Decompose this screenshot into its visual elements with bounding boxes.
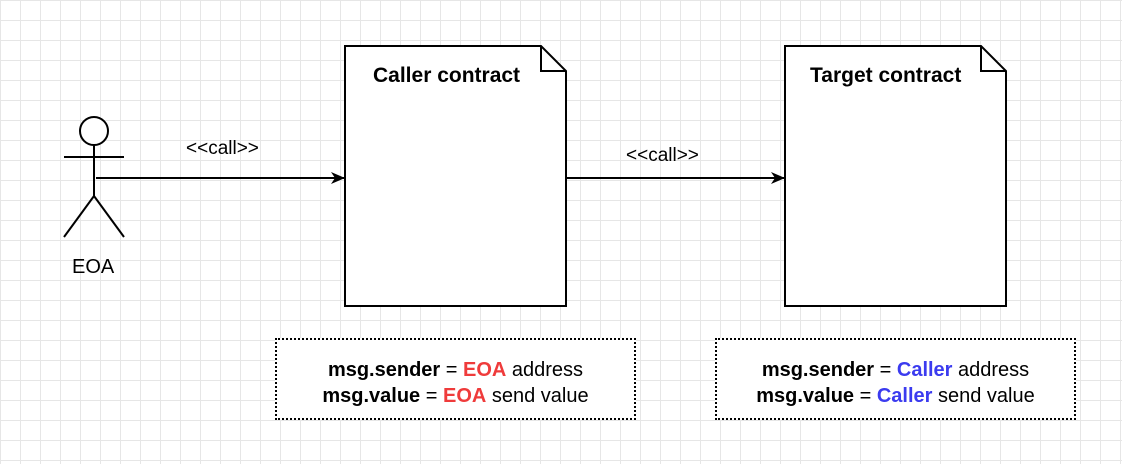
- sender-highlight: Caller: [896, 359, 953, 381]
- caller-contract-title: Caller contract: [373, 64, 521, 87]
- target-contract-title: Target contract: [810, 64, 962, 87]
- target-note-value-line: msg.value = Caller send value: [717, 383, 1074, 409]
- equals-sign: =: [440, 359, 463, 381]
- caller-context-note: msg.sender = EOA address msg.value = EOA…: [275, 338, 636, 420]
- equals-sign: =: [854, 385, 877, 407]
- caller-note-sender-line: msg.sender = EOA address: [277, 357, 634, 383]
- sender-rest: address: [506, 359, 584, 381]
- equals-sign: =: [420, 385, 443, 407]
- call-label-2: <<call>>: [626, 145, 699, 166]
- target-note-sender-line: msg.sender = Caller address: [717, 357, 1074, 383]
- equals-sign: =: [874, 359, 897, 381]
- msg-value-key: msg.value: [756, 385, 855, 407]
- msg-value-key: msg.value: [322, 385, 421, 407]
- target-context-note: msg.sender = Caller address msg.value = …: [715, 338, 1076, 420]
- value-highlight: Caller: [876, 385, 933, 407]
- msg-sender-key: msg.sender: [327, 359, 441, 381]
- call-label-1: <<call>>: [186, 138, 259, 159]
- eoa-actor-icon: [63, 116, 125, 238]
- eoa-label: EOA: [72, 256, 115, 278]
- value-rest: send value: [932, 385, 1035, 407]
- caller-note-value-line: msg.value = EOA send value: [277, 383, 634, 409]
- msg-sender-key: msg.sender: [761, 359, 875, 381]
- value-highlight: EOA: [442, 385, 487, 407]
- caller-contract-box: [344, 45, 567, 307]
- value-rest: send value: [486, 385, 589, 407]
- target-contract-box: [784, 45, 1007, 307]
- sender-rest: address: [952, 359, 1030, 381]
- sender-highlight: EOA: [463, 359, 507, 381]
